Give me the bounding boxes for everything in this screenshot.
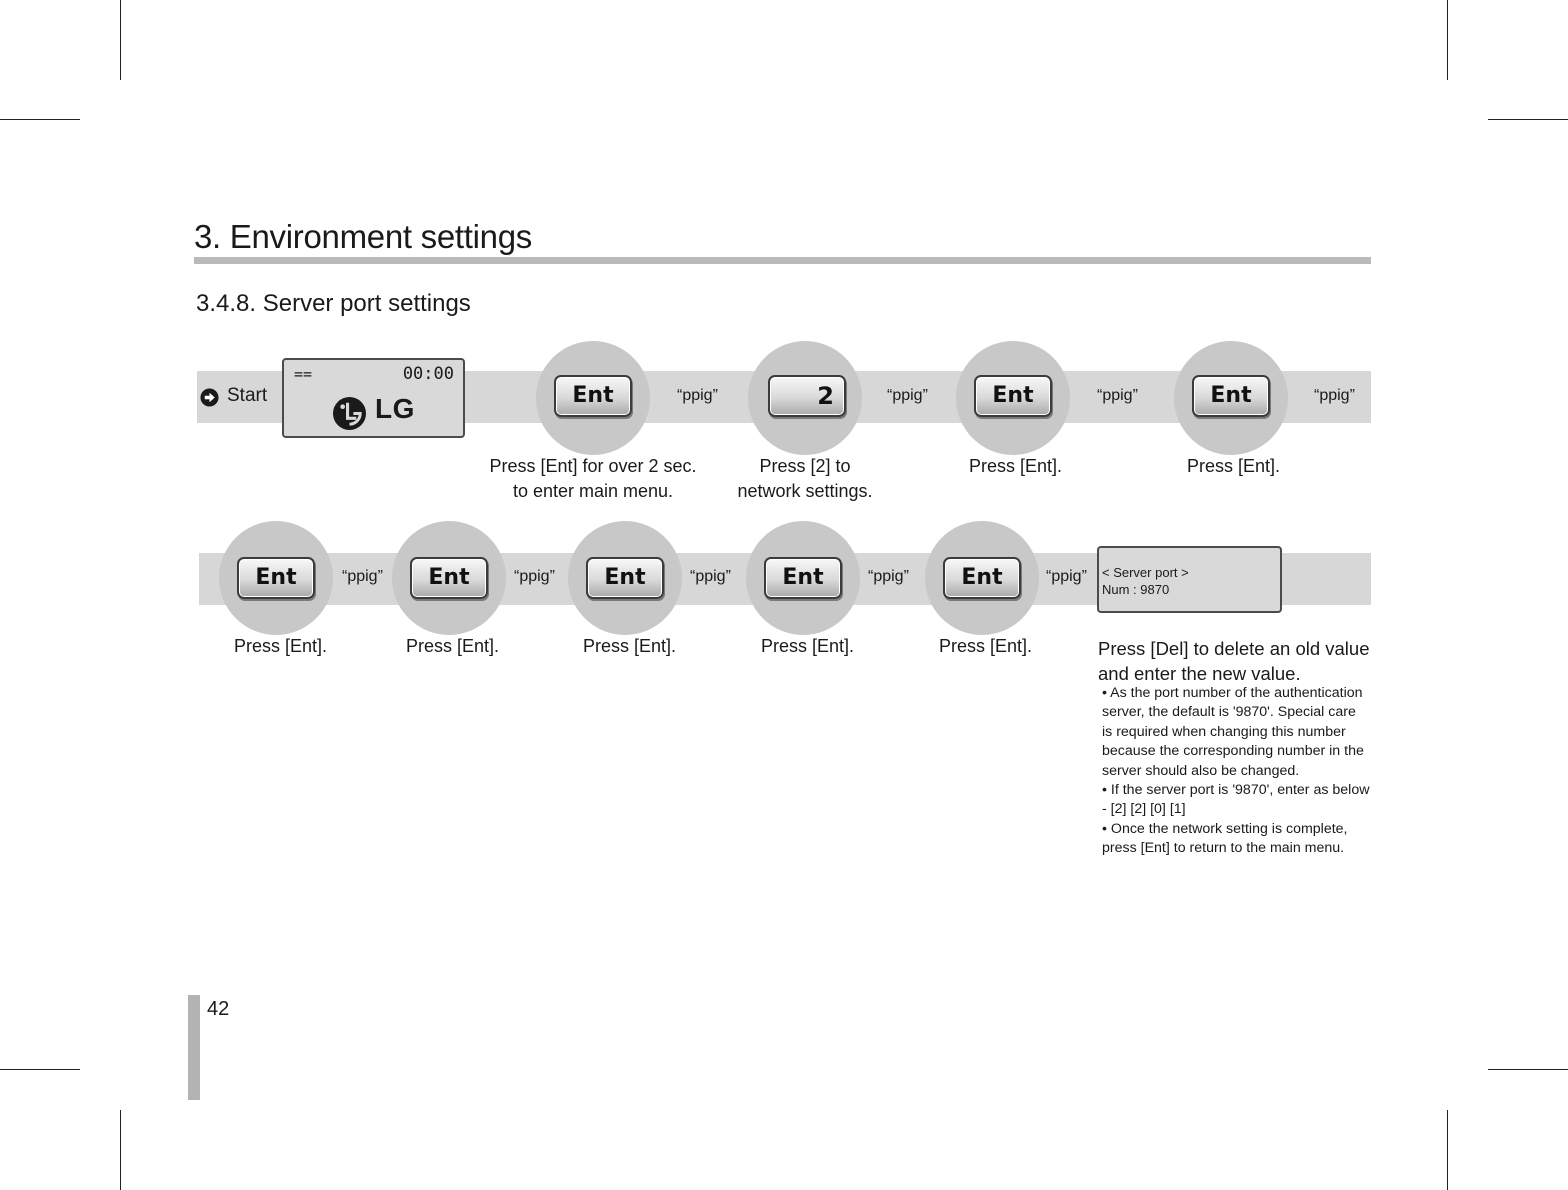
ent-key-button[interactable]: Ent (410, 557, 488, 599)
step-caption: Press [Ent] for over 2 sec. to enter mai… (468, 454, 718, 504)
caption-line: Press [Ent]. (1186, 456, 1281, 476)
notes-list: • As the port number of the authenticati… (1102, 684, 1369, 859)
caption-line: Press [Ent] for over 2 sec. (489, 456, 697, 476)
beep-sound-label: “ppig” (1314, 387, 1355, 404)
beep-sound-label: “ppig” (1097, 387, 1138, 404)
note-line: - [2] [2] [0] [1] (1102, 801, 1186, 818)
step-caption: Press [Ent]. (735, 634, 880, 659)
caption-line: Press [2] to (759, 456, 851, 476)
caption-line: Press [Ent]. (938, 636, 1033, 656)
step-caption: Press [Ent]. (913, 634, 1058, 659)
beep-sound-label: “ppig” (677, 387, 718, 404)
note-line: • As the port number of the authenticati… (1102, 685, 1363, 701)
crop-mark (1447, 1110, 1448, 1190)
display-indicator: == (294, 365, 313, 383)
standby-display: == 00:00 LG (282, 358, 465, 438)
start-label: Start (227, 385, 268, 406)
display-title: < Server port > (1102, 565, 1189, 580)
server-port-display: < Server port > Num : 9870 (1097, 546, 1282, 613)
caption-line: network settings. (737, 481, 873, 501)
step-caption: Press [Ent]. (380, 634, 525, 659)
caption-line: Press [Ent]. (405, 636, 500, 656)
note-line: is required when changing this number (1102, 723, 1346, 740)
caption-line: Press [Ent]. (968, 456, 1063, 476)
ent-key-button[interactable]: Ent (1192, 375, 1270, 417)
ent-key-button[interactable]: Ent (764, 557, 842, 599)
title-rule (194, 257, 1371, 264)
caption-line: Press [Ent]. (582, 636, 677, 656)
lg-logo-icon (332, 396, 367, 431)
beep-sound-label: “ppig” (887, 387, 928, 404)
note-line: because the corresponding number in the (1102, 743, 1364, 760)
note-line: • Once the network setting is complete, (1102, 820, 1348, 837)
instruction-line: Press [Del] to delete an old value (1098, 638, 1370, 659)
number-2-key-button[interactable]: 2 (768, 375, 846, 417)
lg-logo-text: LG (375, 393, 415, 424)
subsection-title: 3.4.8. Server port settings (196, 290, 471, 317)
beep-sound-label: “ppig” (342, 568, 383, 585)
note-line: press [Ent] to return to the main menu. (1102, 840, 1345, 857)
note-line: server should also be changed. (1102, 762, 1300, 779)
note-line: server, the default is '9870'. Special c… (1102, 704, 1356, 721)
display-time: 00:00 (402, 364, 454, 384)
crop-mark (1447, 0, 1448, 80)
step-caption: Press [Ent]. (208, 634, 353, 659)
caption-line: Press [Ent]. (760, 636, 855, 656)
crop-mark (120, 0, 121, 80)
instruction-line: and enter the new value. (1098, 663, 1301, 684)
step-caption: Press [Ent]. (943, 454, 1088, 479)
step-caption: Press [Ent]. (1161, 454, 1306, 479)
step-caption: Press [2] to network settings. (710, 454, 900, 504)
step-caption: Press [Ent]. (557, 634, 702, 659)
beep-sound-label: “ppig” (868, 568, 909, 585)
start-arrow-icon (200, 388, 219, 407)
ent-key-button[interactable]: Ent (554, 375, 632, 417)
crop-mark (1488, 1069, 1568, 1070)
crop-mark (0, 1069, 80, 1070)
ent-key-button[interactable]: Ent (586, 557, 664, 599)
ent-key-button[interactable]: Ent (237, 557, 315, 599)
display-value: Num : 9870 (1102, 582, 1170, 597)
crop-mark (1488, 119, 1568, 120)
ent-key-button[interactable]: Ent (943, 557, 1021, 599)
page-number-bar (188, 995, 200, 1100)
note-line: • If the server port is '9870', enter as… (1102, 782, 1370, 799)
instruction-text: Press [Del] to delete an old value and e… (1098, 636, 1370, 686)
beep-sound-label: “ppig” (1046, 568, 1087, 585)
ent-key-button[interactable]: Ent (974, 375, 1052, 417)
section-title: 3. Environment settings (194, 218, 532, 255)
page-number: 42 (207, 998, 230, 1020)
caption-line: Press [Ent]. (233, 636, 328, 656)
crop-mark (120, 1110, 121, 1190)
crop-mark (0, 119, 80, 120)
beep-sound-label: “ppig” (690, 568, 731, 585)
beep-sound-label: “ppig” (514, 568, 555, 585)
caption-line: to enter main menu. (512, 481, 674, 501)
